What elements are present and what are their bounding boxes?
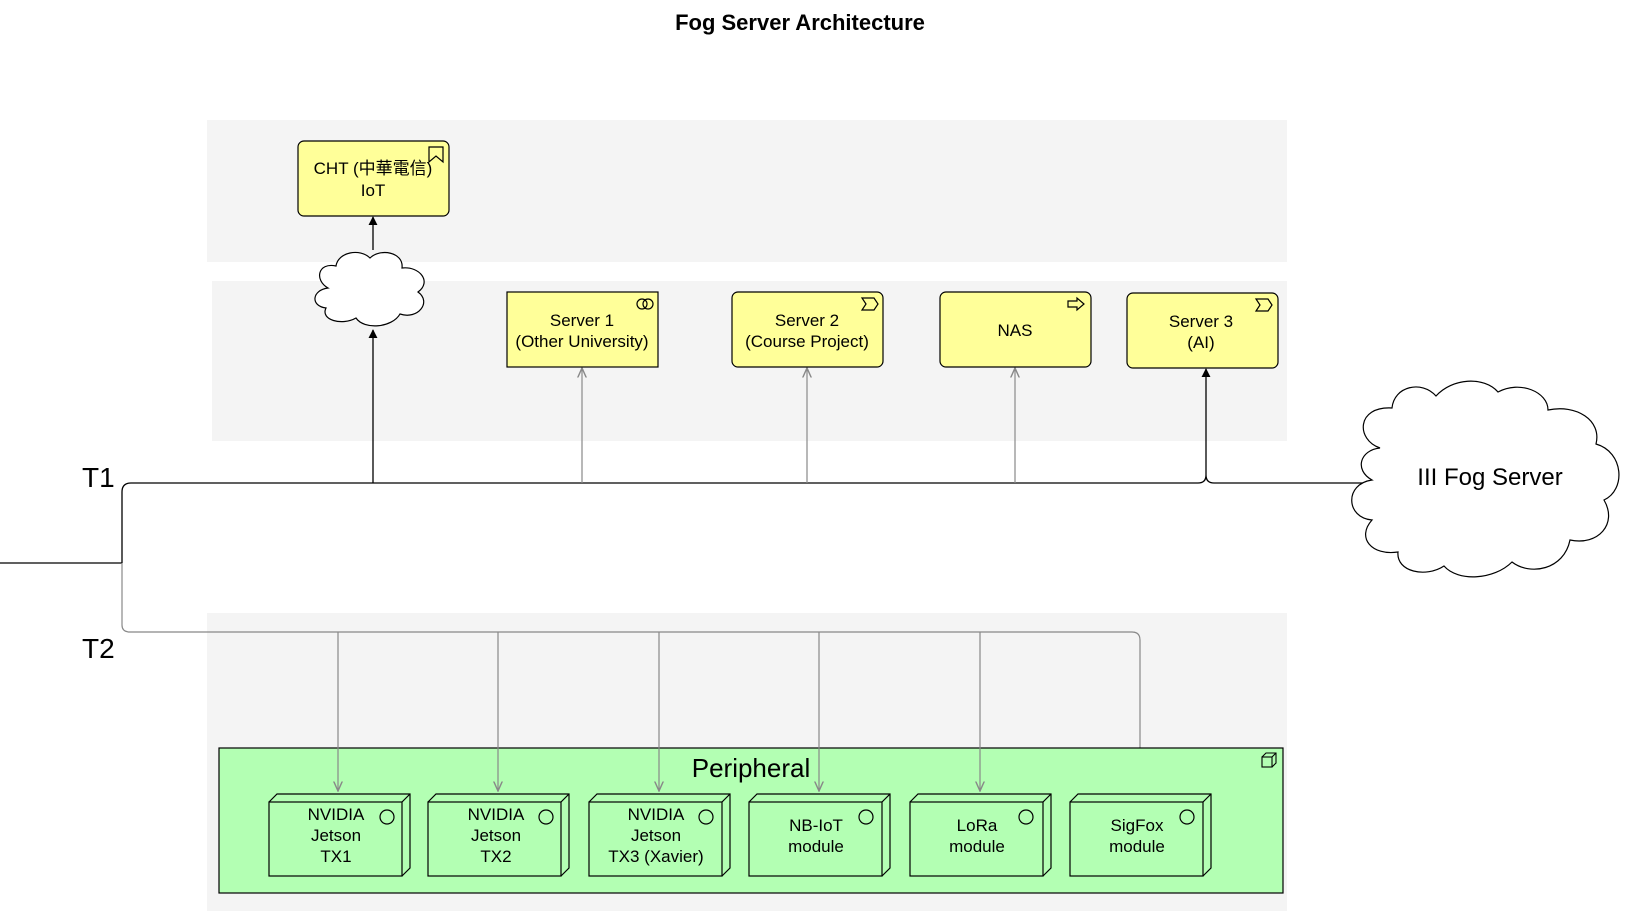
cht-label-line1: CHT (中華電信) [314,159,433,178]
device-3-line3: TX3 (Xavier) [608,847,703,866]
device-node-4[interactable]: NB-IoT module [748,793,891,877]
bus-t2 [121,563,1140,790]
peripheral-label: Peripheral [692,753,811,783]
server-2-line1: Server 2 [775,311,839,330]
server-1-line1: Server 1 [550,311,614,330]
fog-server-cloud: III Fog Server [1351,380,1620,578]
device-1-line3: TX1 [320,847,351,866]
device-2-line3: TX2 [480,847,511,866]
device-5-line1: LoRa [957,816,998,835]
bookmark-icon [428,146,444,164]
bus-t1 [121,474,1375,563]
server-1-node[interactable]: Server 1 (Other University) [506,291,659,368]
bus-t1-label: T1 [82,462,115,493]
device-icon [538,809,554,825]
diagram-title: Fog Server Architecture [675,10,925,35]
device-6-line1: SigFox [1111,816,1164,835]
event-icon [1254,298,1273,312]
cht-label-line2: IoT [361,181,386,200]
device-node-6[interactable]: SigFox module [1069,793,1212,877]
device-node-5[interactable]: LoRa module [909,793,1052,877]
server-2-line2: (Course Project) [745,332,869,351]
server-1-line2: (Other University) [515,332,648,351]
device-5-line2: module [949,837,1005,856]
device-icon [1018,809,1034,825]
cht-iot-node[interactable]: CHT (中華電信) IoT [297,140,450,217]
nas-node[interactable]: NAS [939,291,1092,368]
device-icon [698,809,714,825]
device-3-line1: NVIDIA [628,805,685,824]
server-3-node[interactable]: Server 3 (AI) [1126,292,1279,369]
device-node-2[interactable]: NVIDIA Jetson TX2 [427,793,570,877]
device-icon [1179,809,1195,825]
server-3-line2: (AI) [1187,333,1214,352]
device-icon [858,809,874,825]
nas-label: NAS [998,321,1033,340]
fog-server-label: III Fog Server [1417,464,1562,491]
device-1-line1: NVIDIA [308,805,365,824]
server-2-node[interactable]: Server 2 (Course Project) [731,291,884,368]
internet-cloud [314,251,425,327]
server-3-line1: Server 3 [1169,312,1233,331]
device-6-line2: module [1109,837,1165,856]
device-3-line2: Jetson [631,826,681,845]
bus-t2-label: T2 [82,633,115,664]
device-node-3[interactable]: NVIDIA Jetson TX3 (Xavier) [588,793,731,877]
device-2-line1: NVIDIA [468,805,525,824]
device-icon [379,809,395,825]
cube-icon [1261,752,1277,768]
interaction-icon [636,298,654,310]
device-2-line2: Jetson [471,826,521,845]
event-icon [860,297,879,311]
device-4-line1: NB-IoT [789,816,843,835]
device-node-1[interactable]: NVIDIA Jetson TX1 [268,793,411,877]
device-4-line2: module [788,837,844,856]
arrow-right-icon [1067,296,1085,312]
device-1-line2: Jetson [311,826,361,845]
